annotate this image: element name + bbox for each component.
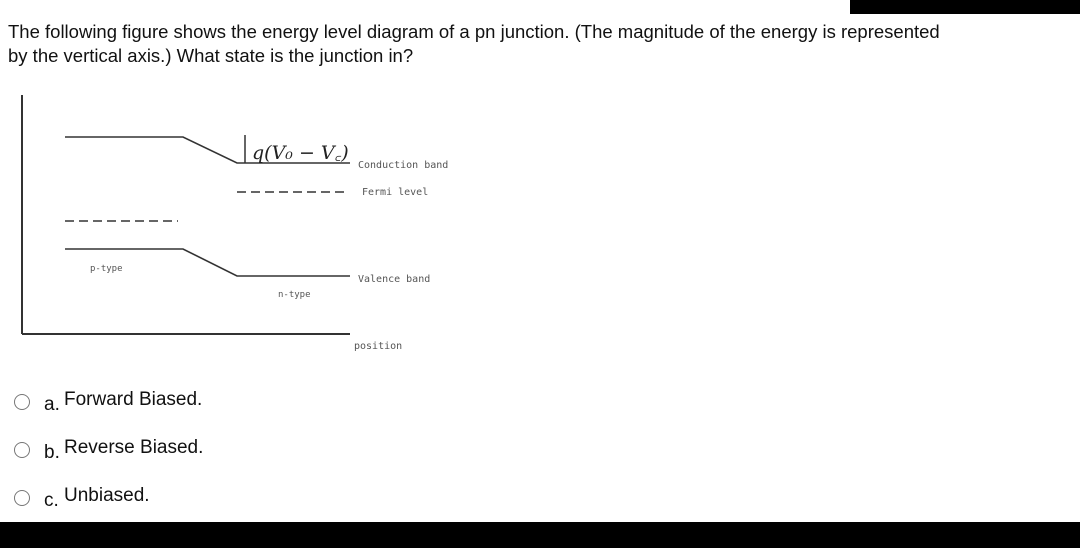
- radio-b[interactable]: [14, 442, 30, 458]
- position-label: position: [354, 341, 402, 352]
- bottom-bar: [0, 522, 1080, 548]
- question-line-2: by the vertical axis.) What state is the…: [8, 45, 414, 66]
- n-type-label: n-type: [278, 290, 311, 300]
- p-type-label: p-type: [90, 264, 123, 274]
- option-c-text: Unbiased.: [64, 485, 150, 506]
- top-bar: [0, 0, 1080, 14]
- option-b-text: Reverse Biased.: [64, 437, 204, 458]
- option-b-letter: b.: [44, 442, 60, 463]
- energy-band-diagram: q(V₀ − V꜀) Conduction band Fermi level V…: [21, 95, 448, 352]
- fermi-level-label: Fermi level: [362, 187, 428, 198]
- question-text: The following figure shows the energy le…: [8, 20, 1076, 68]
- question-line-1: The following figure shows the energy le…: [8, 21, 940, 42]
- option-a-letter: a.: [44, 394, 60, 415]
- option-a-text: Forward Biased.: [64, 389, 203, 410]
- option-c-letter: c.: [44, 490, 59, 511]
- radio-a[interactable]: [14, 394, 30, 410]
- barrier-label: q(V₀ − V꜀): [252, 142, 349, 164]
- top-bar-notch: [0, 0, 850, 12]
- radio-c[interactable]: [14, 490, 30, 506]
- valence-band-label: Valence band: [358, 274, 430, 285]
- top-bar-line: [850, 12, 1080, 14]
- valence-band-line: [65, 248, 350, 277]
- conduction-band-line: [65, 136, 350, 164]
- conduction-band-label: Conduction band: [358, 160, 448, 171]
